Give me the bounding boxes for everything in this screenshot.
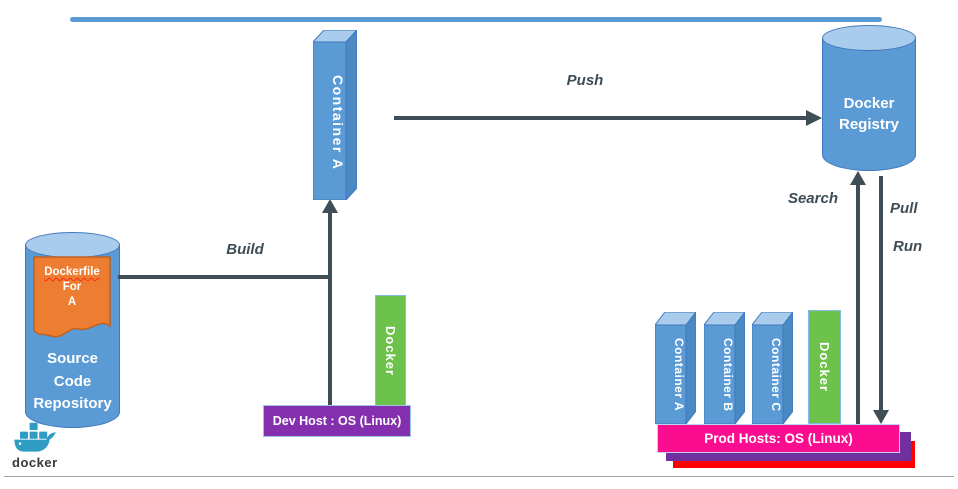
search-label: Search [787,190,838,207]
cube-shape [704,312,745,424]
dev-docker-box: Docker [375,295,406,408]
docker-logo: docker [8,422,68,472]
search-arrow-line [856,184,860,424]
top-divider-line [70,17,882,22]
docker-registry-cylinder: Docker Registry [822,25,916,171]
build-label: Build [226,241,264,258]
prod-container-a-box: Container A [655,312,696,424]
pull-run-arrowhead-down [873,410,889,424]
cylinder-top-ellipse [822,25,916,51]
dockerfile-line-for: For [62,280,82,293]
cylinder-body [822,37,916,171]
cube-shape [752,312,793,424]
pull-run-arrow-line [879,176,883,412]
cylinder-top-ellipse [25,232,120,258]
dev-host-bar: Dev Host : OS (Linux) [263,405,411,437]
bottom-divider-line [4,476,954,477]
cube-shape [313,30,357,200]
docker-registry-title: Docker Registry [838,95,900,133]
dockerfile-document: Dockerfile For A [33,256,111,344]
prod-docker-label: Docker [817,341,832,393]
prod-docker-box: Docker [808,310,841,424]
dockerfile-line-a: A [67,295,77,308]
prod-container-a-label: Container A [672,337,686,412]
prod-host-label: Prod Hosts: OS (Linux) [704,431,853,446]
dev-host-label: Dev Host : OS (Linux) [272,414,402,428]
dev-docker-label: Docker [383,326,398,377]
prod-container-c-label: Container C [769,337,783,412]
prod-container-b-label: Container B [721,337,735,412]
run-label: Run [893,238,923,255]
pull-label: Pull [890,200,918,217]
source-repo-title: Source Code Repository [33,350,112,412]
docker-whale-icon [14,422,56,452]
prod-container-c-box: Container C [752,312,793,424]
prod-host-bar: Prod Hosts: OS (Linux) [657,424,900,453]
build-arrow-line-vertical [328,212,332,406]
docker-logo-caption: docker [12,455,58,470]
dev-container-a-box: Container A [313,30,357,200]
dockerfile-title: Dockerfile [44,266,100,278]
push-arrow-line [394,116,806,120]
cube-shape [655,312,696,424]
prod-container-b-box: Container B [704,312,745,424]
push-label: Push [566,72,604,89]
document-icon [33,256,111,338]
build-arrow-line-horizontal [118,275,330,279]
dev-container-a-label: Container A [330,75,346,171]
search-arrowhead-up [850,171,866,185]
build-arrowhead-up [322,199,338,213]
push-arrowhead-right [806,110,822,126]
